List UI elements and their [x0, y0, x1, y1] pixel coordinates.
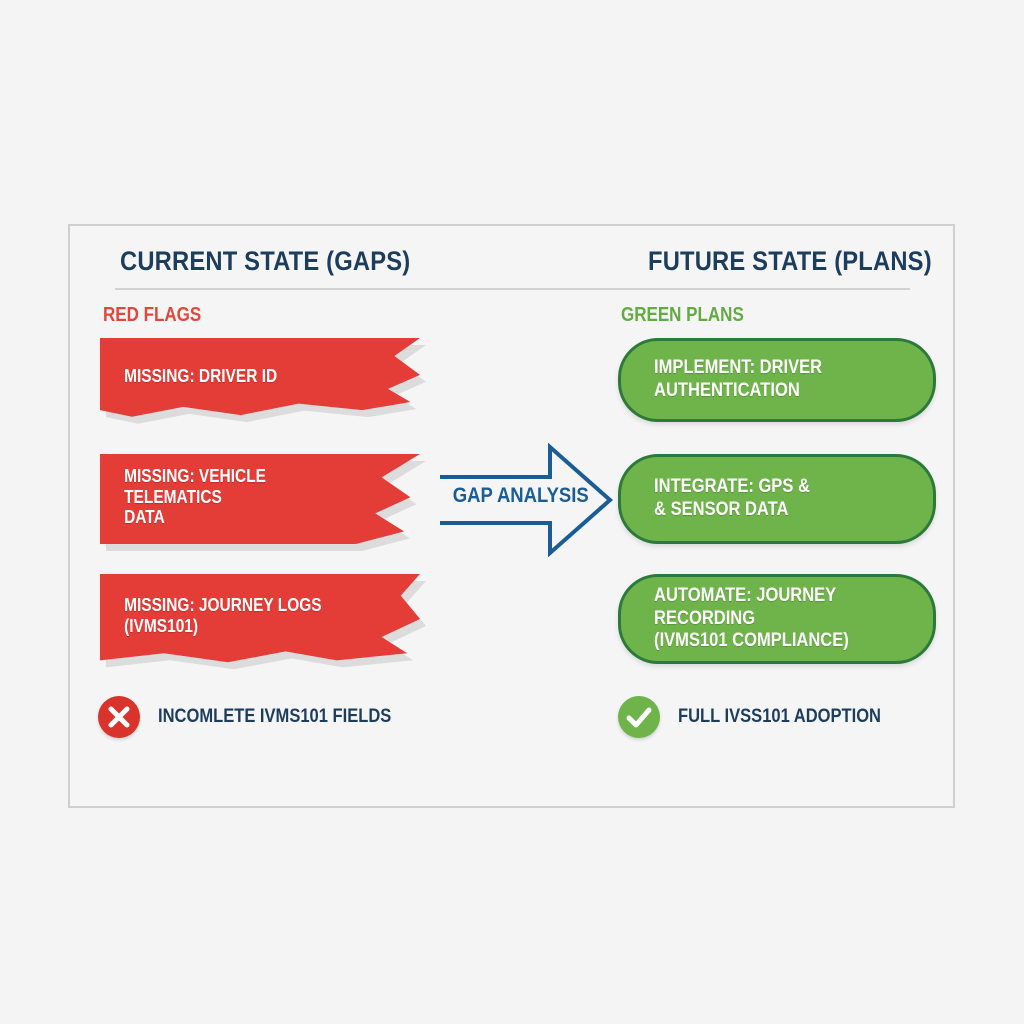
banner-body: MISSING: JOURNEY LOGS (IVMS101): [100, 574, 420, 663]
red-flag-banner: MISSING: JOURNEY LOGS (IVMS101): [100, 574, 426, 670]
gap-analysis-label: GAP ANALYSIS: [452, 484, 589, 507]
red-flags-label: RED FLAGS: [103, 304, 202, 326]
red-flag-text: MISSING: VEHICLE TELEMATICS DATA: [124, 465, 266, 528]
green-plan-box: INTEGRATE: GPS & & SENSOR DATA: [618, 454, 936, 544]
green-plan-text: IMPLEMENT: DRIVER AUTHENTICATION: [654, 357, 823, 401]
summary-row: FULL IVSS101 ADOPTION: [618, 696, 911, 738]
red-flag-banner: MISSING: DRIVER ID: [100, 338, 426, 424]
green-plan-text: INTEGRATE: GPS & & SENSOR DATA: [654, 476, 810, 520]
banner-body: MISSING: DRIVER ID: [100, 338, 420, 417]
diagram-frame: CURRENT STATE (GAPS) FUTURE STATE (PLANS…: [68, 224, 955, 808]
banner-body: MISSING: VEHICLE TELEMATICS DATA: [100, 454, 420, 544]
check-circle-icon: [618, 696, 660, 738]
green-plans-label: GREEN PLANS: [621, 304, 744, 326]
red-flag-text: MISSING: JOURNEY LOGS (IVMS101): [124, 595, 322, 636]
red-flag-banner: MISSING: VEHICLE TELEMATICS DATA: [100, 454, 426, 551]
right-arrow-outline-icon: [440, 442, 614, 558]
header-divider: [115, 288, 910, 290]
summary-right-text: FULL IVSS101 ADOPTION: [678, 706, 881, 727]
green-plan-box: IMPLEMENT: DRIVER AUTHENTICATION: [618, 338, 936, 422]
summary-left-text: INCOMLETE IVMS101 FIELDS: [158, 706, 392, 727]
green-plan-text: AUTOMATE: JOURNEY RECORDING (IVMS101 COM…: [654, 584, 849, 652]
future-state-header: FUTURE STATE (PLANS): [648, 246, 932, 276]
red-flag-text: MISSING: DRIVER ID: [124, 365, 278, 386]
current-state-header: CURRENT STATE (GAPS): [120, 246, 411, 276]
summary-row: INCOMLETE IVMS101 FIELDS: [98, 696, 426, 738]
x-circle-icon: [98, 696, 140, 738]
green-plan-box: AUTOMATE: JOURNEY RECORDING (IVMS101 COM…: [618, 574, 936, 664]
